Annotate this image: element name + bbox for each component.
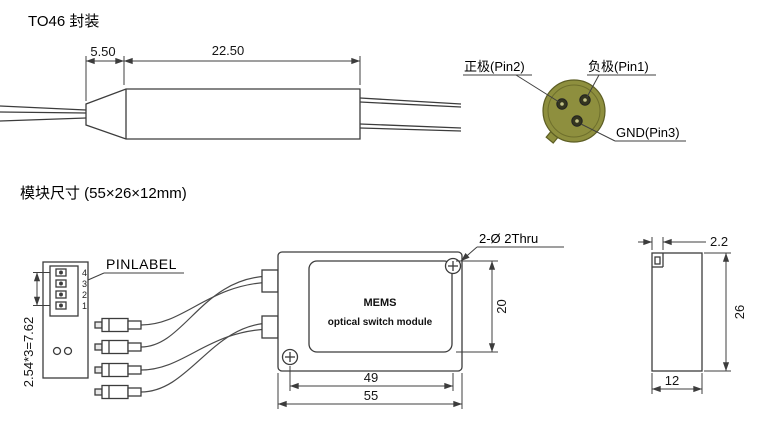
mount-hole <box>52 346 62 356</box>
pinlabel-leader <box>87 272 184 281</box>
dim-49-label: 49 <box>364 370 378 385</box>
pin-number-4: 4 <box>82 268 87 278</box>
mount-hole <box>63 346 73 356</box>
lead-wire <box>359 101 462 108</box>
to46-package-side-view <box>0 88 462 140</box>
screw-top-right <box>444 257 462 275</box>
screw-bottom-left <box>281 348 299 366</box>
pin2-positive-label: 正极(Pin2) <box>464 59 525 74</box>
dim-26-lines <box>704 252 731 372</box>
thru-callout-leader <box>460 246 564 262</box>
fiber-connectors <box>94 317 142 400</box>
dim-2-2-lines <box>638 237 706 250</box>
pin1-dot <box>579 94 591 106</box>
fiber-connector-1 <box>94 317 142 333</box>
pin2-dot <box>556 98 568 110</box>
to-can-inner-ring <box>547 84 601 138</box>
fiber-cables <box>140 275 273 393</box>
lid-step-detail <box>654 256 661 265</box>
fiber-pigtail <box>0 105 87 111</box>
module-side-view <box>651 252 703 372</box>
dim-55-label: 55 <box>364 388 378 403</box>
pin-label-leaders <box>463 74 686 142</box>
side-view-outline <box>651 252 703 372</box>
fiber-pigtail <box>0 111 87 114</box>
pitch-dim-label: 2.54*3=7.62 <box>21 317 36 387</box>
to-can-body <box>542 79 606 143</box>
fiber-connector-2 <box>94 339 142 355</box>
fiber-connector-3 <box>94 362 142 378</box>
pinlabel-text: PINLABEL <box>106 256 177 272</box>
fiber-pigtail <box>0 117 87 122</box>
dim-20-lines <box>456 260 498 353</box>
dim-12-lines <box>651 373 703 394</box>
lead-wire <box>359 123 462 129</box>
pin1-negative-label: 负极(Pin1) <box>588 59 649 74</box>
dim-2-2-label: 2.2 <box>710 234 728 249</box>
dim-body-length-label: 22.50 <box>212 43 245 58</box>
dim-20-label: 20 <box>494 299 509 313</box>
connector-pins <box>55 268 67 310</box>
to46-section-title: TO46 封装 <box>28 13 99 30</box>
dim-12-label: 12 <box>665 373 679 388</box>
pin-number-1: 1 <box>82 301 87 311</box>
module-inner-panel <box>308 260 453 353</box>
module-name-line2: optical switch module <box>328 317 433 328</box>
pitch-dimension-lines <box>33 272 50 306</box>
fiber-connector-4 <box>94 384 142 400</box>
dim-55-lines <box>277 373 463 409</box>
module-name-line1: MEMS <box>364 297 397 309</box>
dim-26-label: 26 <box>732 305 747 319</box>
lead-wire <box>359 97 462 105</box>
fiber-entry-top <box>261 269 279 293</box>
fiber-entry-bottom <box>261 315 279 339</box>
pin3-dot <box>571 115 583 127</box>
module-box <box>261 251 463 372</box>
dim-49-lines <box>289 366 454 391</box>
to46-dimension-lines <box>85 56 361 101</box>
pin-number-2: 2 <box>82 290 87 300</box>
pin-number-3: 3 <box>82 279 87 289</box>
connector-block <box>42 261 89 379</box>
module-section-title: 模块尺寸 (55×26×12mm) <box>20 185 187 202</box>
to-can-end-view <box>542 79 606 144</box>
pin3-gnd-label: GND(Pin3) <box>616 125 680 140</box>
package-body <box>85 88 361 140</box>
lead-wire <box>359 127 462 132</box>
dim-taper-length-label: 5.50 <box>90 44 115 59</box>
thru-callout-label: 2-Ø 2Thru <box>479 231 538 246</box>
